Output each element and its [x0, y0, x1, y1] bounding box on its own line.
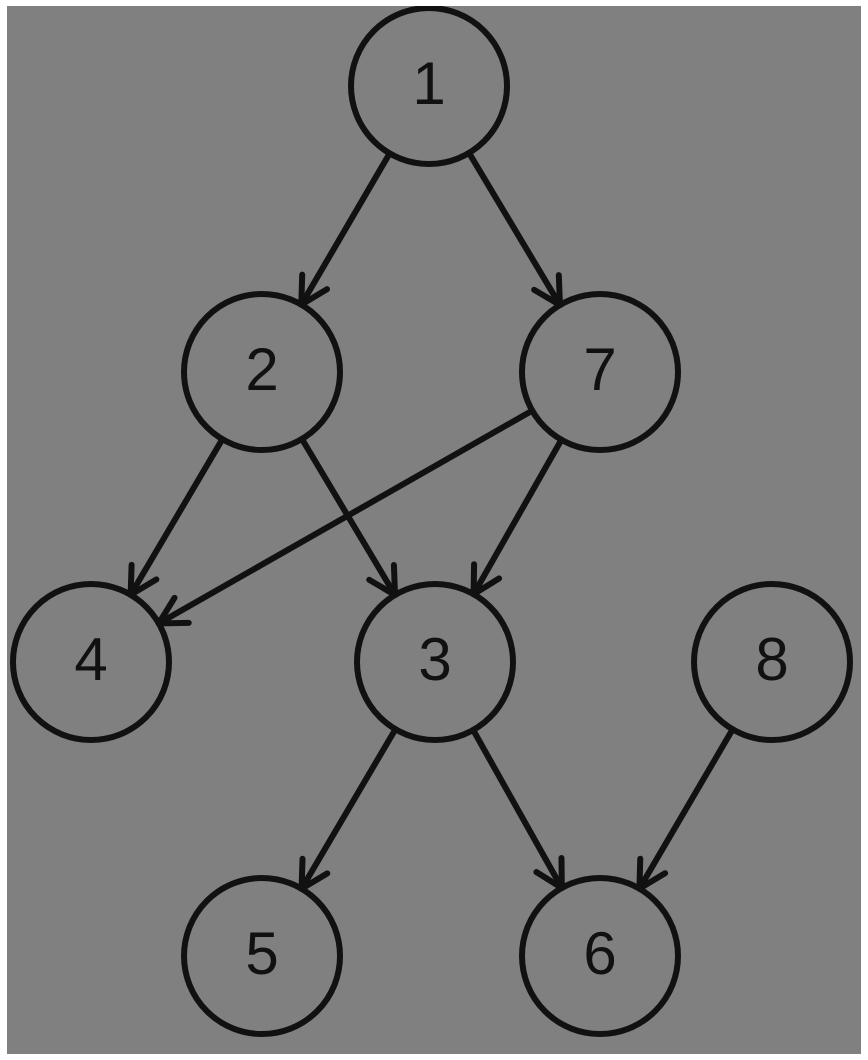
node-label: 2 — [245, 336, 278, 403]
node-label: 4 — [74, 626, 107, 693]
node-label: 7 — [583, 336, 616, 403]
edge-line — [127, 436, 226, 598]
edge-line — [470, 727, 565, 891]
node-circle — [348, 6, 510, 167]
edge-line — [466, 149, 563, 309]
node-label: 6 — [583, 920, 616, 987]
node-1: 1 — [348, 6, 510, 167]
node-circle — [519, 291, 681, 453]
directed-graph-diagram: 1 2 7 4 3 8 5 6 — [7, 6, 861, 1054]
node-2: 2 — [181, 291, 343, 453]
node-4: 4 — [10, 581, 172, 743]
node-8: 8 — [691, 581, 853, 743]
node-6: 6 — [519, 875, 681, 1037]
edge-line — [470, 436, 565, 598]
node-label: 3 — [418, 626, 451, 693]
edge-line — [636, 726, 736, 892]
nodes-layer: 1 2 7 4 3 8 5 6 — [10, 6, 853, 1037]
node-7: 7 — [519, 291, 681, 453]
edge-line — [155, 407, 536, 627]
node-label: 5 — [245, 920, 278, 987]
node-circle — [519, 875, 681, 1037]
node-circle — [181, 291, 343, 453]
node-5: 5 — [181, 875, 343, 1037]
diagram-background — [7, 6, 861, 1054]
edge-line — [298, 726, 399, 892]
node-label: 1 — [412, 50, 445, 117]
node-circle — [181, 875, 343, 1037]
node-label: 8 — [755, 626, 788, 693]
node-circle — [10, 581, 172, 743]
edge-line — [298, 150, 393, 308]
node-circle — [354, 581, 516, 743]
node-circle — [691, 581, 853, 743]
node-3: 3 — [354, 581, 516, 743]
